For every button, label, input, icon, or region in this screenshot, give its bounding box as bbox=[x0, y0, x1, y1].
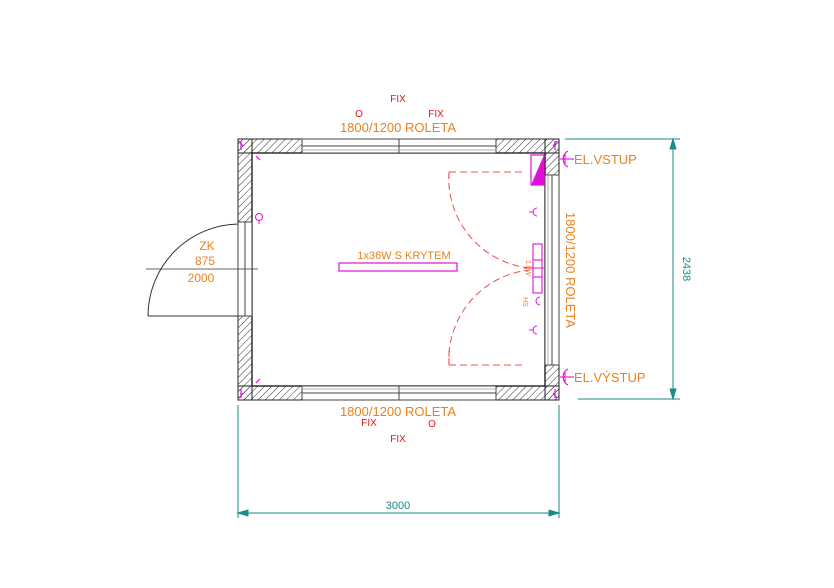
top-fix-label-2: FIX bbox=[428, 109, 444, 120]
door-height: 2000 bbox=[188, 271, 215, 285]
el-input-symbol bbox=[560, 150, 574, 168]
el-input-label: EL.VSTUP bbox=[574, 152, 637, 167]
bottom-o-label: O bbox=[428, 419, 436, 430]
entry-door bbox=[146, 213, 263, 317]
light-label: 1x36W S KRYTEM bbox=[357, 250, 450, 262]
bottom-fix-label: FIX bbox=[361, 418, 377, 429]
top-fix-label: FIX bbox=[390, 94, 406, 105]
depth-dimension-label: 2438 bbox=[680, 257, 692, 281]
top-o-label: O bbox=[355, 109, 363, 120]
top-window bbox=[301, 138, 497, 154]
top-window-label: 1800/1200 ROLETA bbox=[340, 120, 456, 135]
roller-swing bbox=[448, 171, 531, 366]
bottom-window bbox=[301, 385, 497, 401]
el-output-symbol bbox=[560, 368, 574, 386]
kw-label: 1 kW bbox=[524, 260, 531, 276]
bottom-fix-label-2: FIX bbox=[390, 434, 406, 445]
electrical-panel bbox=[530, 154, 545, 186]
el-output-label: EL.VÝSTUP bbox=[574, 370, 646, 385]
hs-label: HS bbox=[521, 297, 528, 307]
outlets bbox=[529, 207, 541, 335]
bottom-window-label: 1800/1200 ROLETA bbox=[340, 404, 456, 419]
width-dimension-label: 3000 bbox=[386, 500, 410, 512]
dimension-depth bbox=[565, 137, 680, 401]
dimension-width bbox=[236, 405, 561, 518]
light-fixture bbox=[338, 262, 458, 272]
door-width: 875 bbox=[195, 254, 215, 268]
corner-markers bbox=[238, 140, 558, 399]
door-type: ZK bbox=[199, 239, 214, 253]
right-window-label: 1800/1200 ROLETA bbox=[563, 212, 578, 328]
right-window bbox=[544, 174, 560, 366]
heater bbox=[524, 243, 544, 294]
